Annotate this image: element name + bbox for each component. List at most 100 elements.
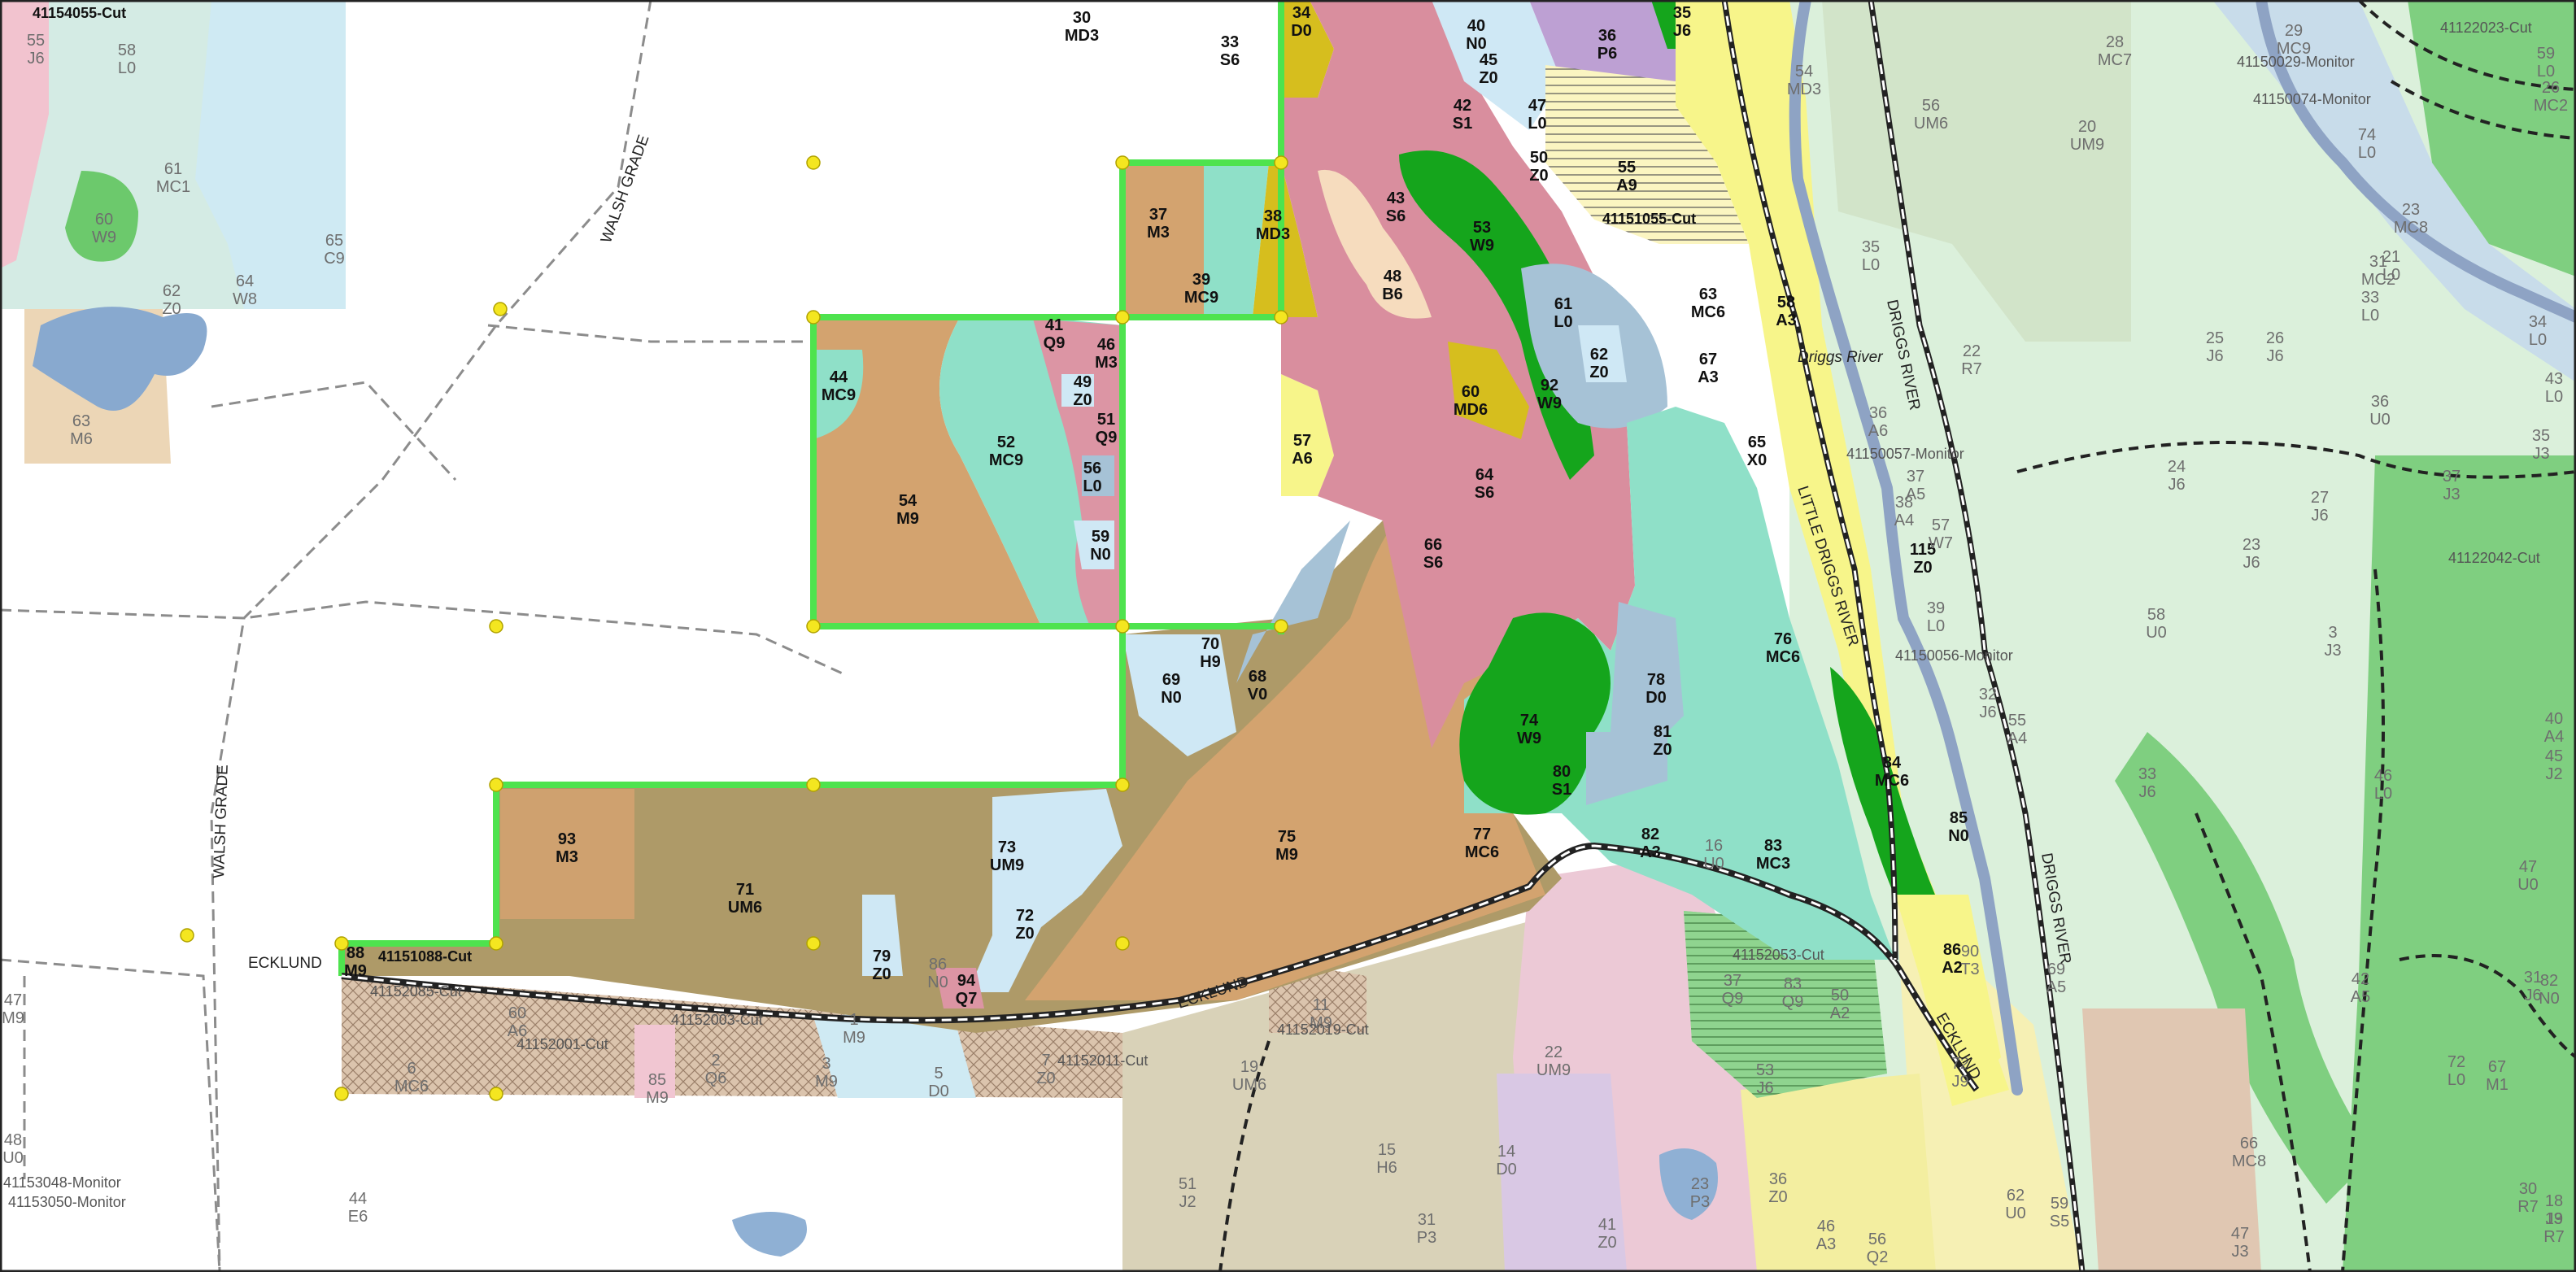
survey-vertex <box>1115 155 1130 170</box>
cut-label: 41154055-Cut <box>33 5 126 21</box>
cut-label: 41151055-Cut <box>1602 211 1696 227</box>
river-network <box>1789 0 2576 1096</box>
survey-vertex <box>1274 619 1288 634</box>
area-stand-40-n0 <box>1432 0 1562 130</box>
east-trails <box>1218 0 2576 1272</box>
area-stand-56-l0 <box>1082 455 1114 496</box>
area-stand-57-a6 <box>1281 374 1334 496</box>
cut-label: 41152019-Cut <box>1277 1022 1369 1038</box>
area-stand-68-v0 <box>1236 521 1350 683</box>
area-stand-69-n0 <box>1122 634 1236 756</box>
road-label-ecklund-left: ECKLUND <box>248 955 322 972</box>
area-stand-78-d0 <box>1611 602 1684 748</box>
survey-vertex <box>1115 619 1130 634</box>
area-stand-river-yellow <box>1676 0 2009 1106</box>
area-stand-94-q7 <box>935 968 984 1008</box>
area-left-green <box>65 171 138 262</box>
cut-label: 41151088-Cut <box>378 948 472 965</box>
survey-vertex <box>489 619 503 634</box>
road-label-walsh-grade-left: WALSH GRADE <box>211 765 232 878</box>
area-stand-73-um9 <box>968 789 1122 992</box>
cut-label: 41150056-Monitor <box>1895 647 2013 664</box>
area-stand-39-mc9 <box>1204 163 1269 317</box>
cut-label: 41152001-Cut <box>517 1036 608 1052</box>
survey-vertex <box>1274 155 1288 170</box>
area-stand-44-mc9 <box>813 350 864 439</box>
area-stand-38-md3 <box>1253 163 1318 317</box>
area-strip-pink <box>634 1025 675 1098</box>
area-stand-81-z0 <box>1586 732 1667 805</box>
road-network <box>341 0 2086 1272</box>
area-left-block-blue <box>195 0 346 309</box>
area-stand-34-d0 <box>1281 0 1334 98</box>
area-stand-86-a2 <box>1895 895 2001 1090</box>
